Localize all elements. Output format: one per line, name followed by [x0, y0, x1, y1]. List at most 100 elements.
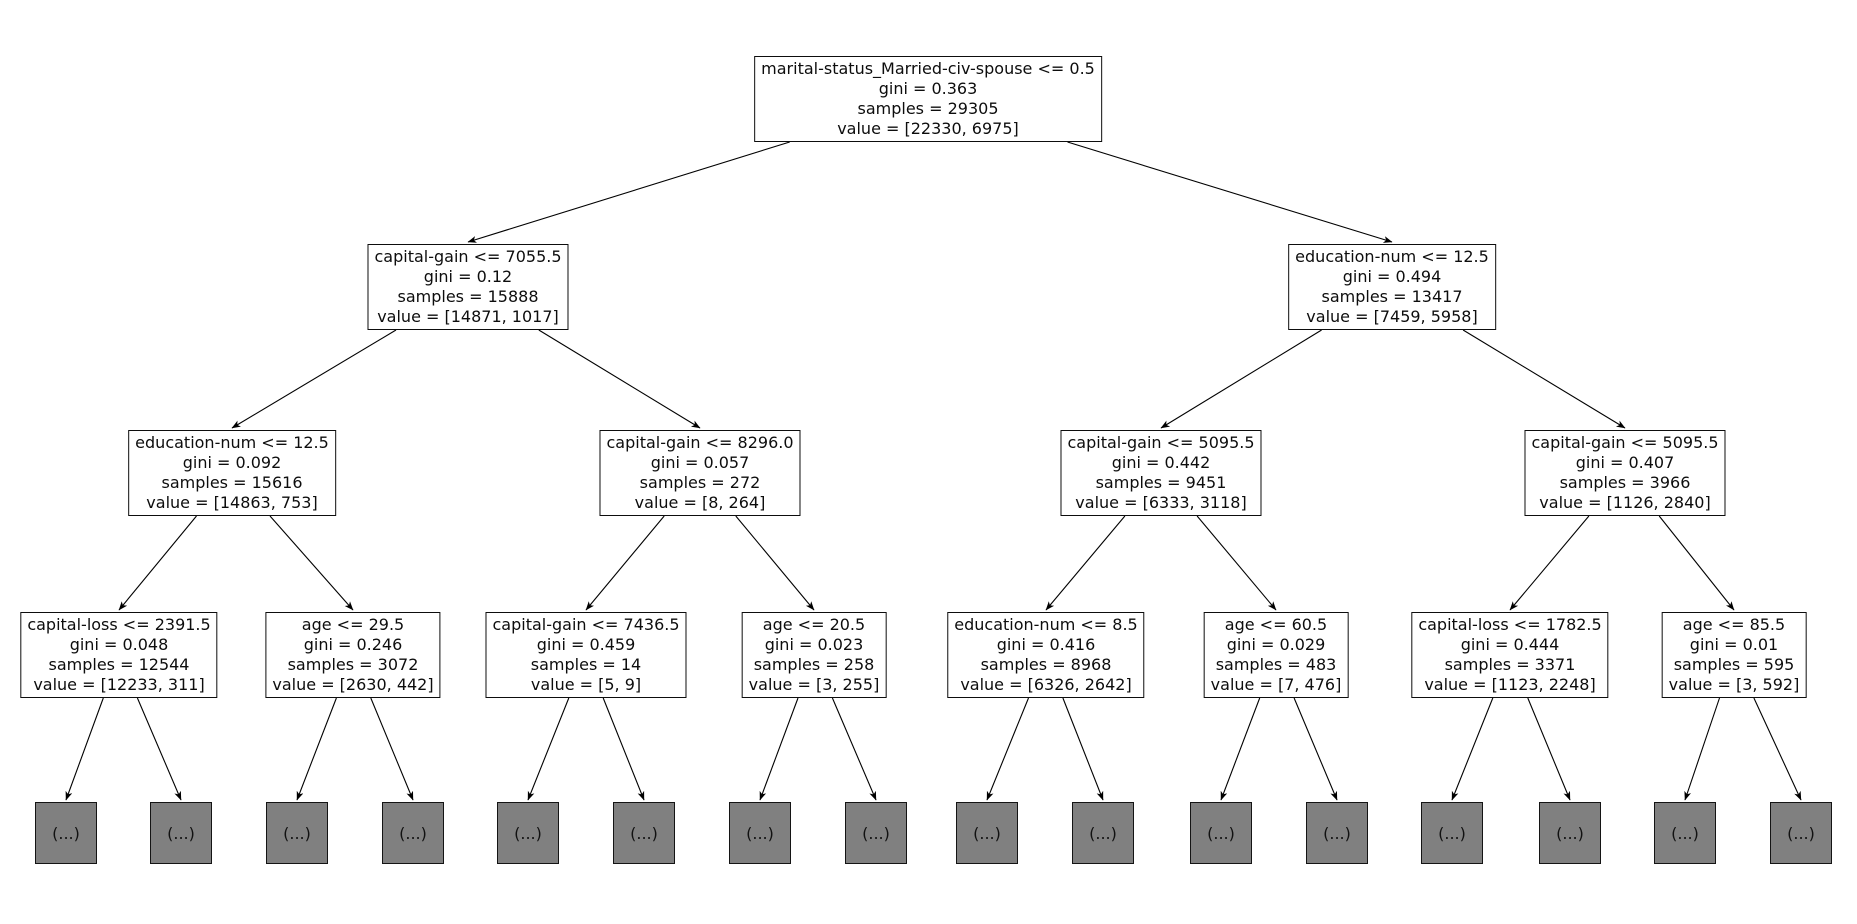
tree-edge-arrow [1196, 515, 1277, 611]
node-condition: age <= 29.5 [301, 615, 405, 634]
tree-edge-arrow [1160, 329, 1322, 429]
node-gini: gini = 0.459 [536, 635, 636, 654]
tree-node: education-num <= 8.5 gini = 0.416 sample… [947, 612, 1145, 698]
node-gini: gini = 0.023 [764, 635, 864, 654]
node-samples: samples = 3072 [287, 655, 419, 674]
tree-node: capital-gain <= 8296.0 gini = 0.057 samp… [599, 430, 801, 516]
node-value: value = [1123, 2248] [1424, 675, 1596, 694]
tree-node-root: marital-status_Married-civ-spouse <= 0.5… [754, 56, 1102, 142]
node-value: value = [22330, 6975] [837, 119, 1019, 138]
tree-edge-arrow [118, 515, 197, 611]
node-value: value = [3, 255] [748, 675, 880, 694]
node-gini: gini = 0.029 [1226, 635, 1326, 654]
tree-edge-arrow [1220, 697, 1261, 801]
tree-edge-arrow [231, 329, 397, 429]
node-condition: age <= 60.5 [1224, 615, 1328, 634]
node-condition: education-num <= 12.5 [135, 433, 329, 452]
tree-edge-arrow [269, 515, 354, 611]
tree-edge-arrow [1062, 697, 1104, 801]
node-condition: capital-gain <= 7055.5 [374, 247, 562, 266]
node-gini: gini = 0.416 [996, 635, 1096, 654]
node-samples: samples = 483 [1215, 655, 1337, 674]
tree-edge-arrow [831, 697, 877, 801]
node-gini: gini = 0.12 [423, 267, 513, 286]
tree-edge-arrow [1293, 697, 1338, 801]
collapsed-leaf: (...) [845, 802, 907, 864]
tree-edge-arrow [1045, 515, 1126, 611]
node-gini: gini = 0.494 [1342, 267, 1442, 286]
node-samples: samples = 9451 [1095, 473, 1227, 492]
collapsed-leaf: (...) [1190, 802, 1252, 864]
node-value: value = [6333, 3118] [1075, 493, 1247, 512]
tree-edge-arrow [1527, 697, 1571, 801]
collapsed-leaf: (...) [1072, 802, 1134, 864]
collapsed-leaf: (...) [1306, 802, 1368, 864]
tree-edge-arrow [1684, 697, 1721, 801]
tree-node: education-num <= 12.5 gini = 0.494 sampl… [1288, 244, 1496, 330]
collapsed-leaf: (...) [35, 802, 97, 864]
tree-node: capital-gain <= 5095.5 gini = 0.407 samp… [1524, 430, 1726, 516]
node-condition: age <= 20.5 [762, 615, 866, 634]
tree-edge-arrow [735, 515, 815, 611]
collapsed-leaf: (...) [1421, 802, 1483, 864]
tree-edge-arrow [136, 697, 182, 801]
node-gini: gini = 0.363 [878, 79, 978, 98]
node-gini: gini = 0.442 [1111, 453, 1211, 472]
node-samples: samples = 29305 [857, 99, 999, 118]
node-samples: samples = 272 [639, 473, 761, 492]
tree-edge-arrow [986, 697, 1030, 801]
collapsed-leaf: (...) [1770, 802, 1832, 864]
node-value: value = [7, 476] [1210, 675, 1342, 694]
node-condition: capital-loss <= 1782.5 [1418, 615, 1602, 634]
node-samples: samples = 595 [1673, 655, 1795, 674]
node-samples: samples = 14 [530, 655, 642, 674]
node-value: value = [12233, 311] [33, 675, 205, 694]
node-gini: gini = 0.048 [69, 635, 169, 654]
node-value: value = [3, 592] [1668, 675, 1800, 694]
tree-node: education-num <= 12.5 gini = 0.092 sampl… [128, 430, 336, 516]
collapsed-leaf: (...) [956, 802, 1018, 864]
tree-edge-arrow [1451, 697, 1494, 801]
node-gini: gini = 0.444 [1460, 635, 1560, 654]
tree-edge-arrow [759, 697, 799, 801]
tree-edge-arrow [1658, 515, 1735, 611]
node-value: value = [8, 264] [634, 493, 766, 512]
tree-node: capital-loss <= 1782.5 gini = 0.444 samp… [1411, 612, 1609, 698]
node-condition: capital-loss <= 2391.5 [27, 615, 211, 634]
tree-edge-arrow [602, 697, 645, 801]
node-samples: samples = 13417 [1321, 287, 1463, 306]
node-value: value = [1126, 2840] [1539, 493, 1711, 512]
node-condition: education-num <= 12.5 [1295, 247, 1489, 266]
tree-edge-arrow [527, 697, 570, 801]
collapsed-leaf: (...) [1654, 802, 1716, 864]
node-samples: samples = 3371 [1444, 655, 1576, 674]
tree-node: capital-gain <= 5095.5 gini = 0.442 samp… [1060, 430, 1262, 516]
tree-node: age <= 85.5 gini = 0.01 samples = 595 va… [1661, 612, 1807, 698]
tree-node: capital-loss <= 2391.5 gini = 0.048 samp… [20, 612, 218, 698]
tree-edge-arrow [1067, 141, 1393, 243]
node-condition: capital-gain <= 5095.5 [1067, 433, 1255, 452]
node-samples: samples = 12544 [48, 655, 190, 674]
node-gini: gini = 0.01 [1689, 635, 1779, 654]
tree-node: age <= 29.5 gini = 0.246 samples = 3072 … [265, 612, 441, 698]
node-samples: samples = 15888 [397, 287, 539, 306]
tree-edge-arrow [1753, 697, 1802, 801]
node-samples: samples = 15616 [161, 473, 303, 492]
tree-edge-arrow [467, 141, 790, 243]
node-condition: capital-gain <= 5095.5 [1531, 433, 1719, 452]
node-condition: education-num <= 8.5 [954, 615, 1138, 634]
node-condition: age <= 85.5 [1682, 615, 1786, 634]
node-gini: gini = 0.092 [182, 453, 282, 472]
tree-node: age <= 60.5 gini = 0.029 samples = 483 v… [1203, 612, 1349, 698]
node-value: value = [14871, 1017] [377, 307, 559, 326]
node-samples: samples = 8968 [980, 655, 1112, 674]
collapsed-leaf: (...) [729, 802, 791, 864]
node-gini: gini = 0.246 [303, 635, 403, 654]
collapsed-leaf: (...) [150, 802, 212, 864]
tree-edge-arrow [370, 697, 414, 801]
node-value: value = [7459, 5958] [1306, 307, 1478, 326]
tree-edge-arrow [1509, 515, 1590, 611]
collapsed-leaf: (...) [497, 802, 559, 864]
node-condition: capital-gain <= 8296.0 [606, 433, 794, 452]
